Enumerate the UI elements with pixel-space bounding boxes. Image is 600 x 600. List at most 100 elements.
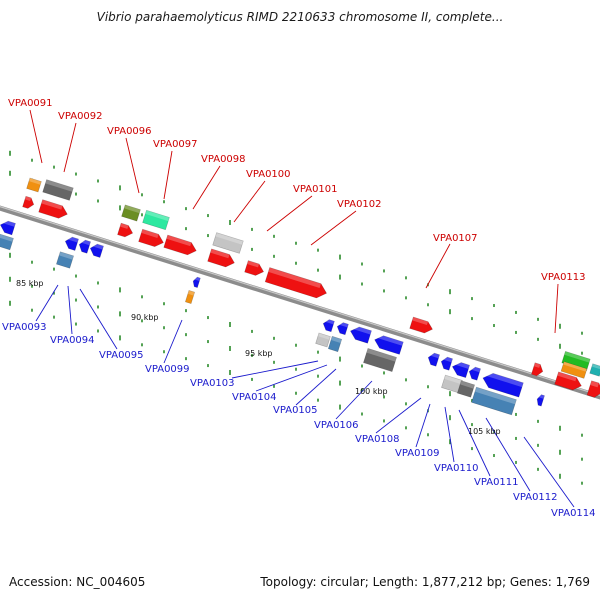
gene-shape	[244, 260, 265, 276]
gene-highlight	[210, 248, 230, 259]
gene-feature	[554, 371, 582, 391]
gene-feature	[336, 321, 349, 336]
leader-line	[310, 210, 357, 246]
gene-label[interactable]: VPA0113	[541, 272, 586, 283]
scale-label: 95 kbp	[245, 349, 273, 358]
gene-highlight	[474, 387, 517, 405]
gene-label[interactable]: VPA0106	[314, 420, 359, 431]
leader-line	[554, 283, 559, 334]
gene-shape	[468, 366, 481, 381]
gene-shape	[121, 204, 141, 222]
gene-feature	[121, 204, 141, 222]
gene-feature	[142, 209, 170, 231]
leader-line	[335, 380, 373, 420]
leader-line	[485, 417, 531, 492]
gene-label[interactable]: VPA0104	[232, 392, 277, 403]
leader-line	[523, 436, 575, 508]
gene-shape	[38, 199, 68, 219]
gene-shape	[207, 248, 235, 268]
gene-feature	[350, 324, 372, 344]
gene-label[interactable]: VPA0097	[153, 139, 198, 150]
gene-feature	[322, 318, 335, 333]
gene-label[interactable]: VPA0099	[145, 364, 190, 375]
gene-highlight	[79, 238, 91, 246]
gene-highlight	[120, 223, 129, 229]
gene-label[interactable]: VPA0093	[2, 322, 47, 333]
gene-label[interactable]: VPA0101	[293, 184, 338, 195]
gene-feature	[38, 199, 68, 219]
gene-highlight	[444, 375, 463, 385]
gene-label[interactable]: VPA0100	[246, 169, 291, 180]
gene-highlight	[268, 267, 321, 288]
gene-shape	[589, 363, 600, 377]
gene-label[interactable]: VPA0098	[201, 154, 246, 165]
gene-highlight	[564, 351, 591, 363]
gene-shape	[138, 228, 164, 247]
gene-shape	[536, 394, 545, 407]
gene-label[interactable]: VPA0109	[395, 448, 440, 459]
gene-feature	[441, 374, 463, 394]
scale-label: 90 kbp	[131, 313, 159, 322]
gene-feature	[456, 380, 476, 398]
map-title: Vibrio parahaemolyticus RIMD 2210633 chr…	[96, 10, 504, 24]
gene-feature	[427, 351, 440, 367]
gene-label[interactable]: VPA0110	[434, 463, 479, 474]
gene-label[interactable]: VPA0105	[273, 405, 318, 416]
gene-label[interactable]: VPA0094	[50, 335, 95, 346]
gene-shape	[142, 209, 170, 231]
gene-shape	[55, 251, 75, 269]
gene-label[interactable]: VPA0107	[433, 233, 478, 244]
gene-shape	[561, 350, 591, 372]
topology-text: Topology: circular; Length: 1,877,212 bp…	[260, 575, 590, 589]
gene-highlight	[1, 219, 16, 227]
gene-label[interactable]: VPA0112	[513, 492, 558, 503]
gene-shape	[212, 232, 244, 254]
gene-label[interactable]: VPA0091	[8, 98, 53, 109]
gene-highlight	[441, 355, 453, 363]
gene-feature	[26, 177, 42, 193]
gene-feature	[471, 386, 517, 416]
gene-label[interactable]: VPA0111	[474, 477, 519, 488]
gene-feature	[22, 195, 35, 209]
gene-label[interactable]: VPA0114	[551, 508, 596, 519]
gene-label[interactable]: VPA0095	[99, 350, 144, 361]
gene-shape	[22, 195, 35, 209]
gene-shape	[440, 356, 453, 371]
gene-highlight	[453, 360, 470, 369]
gene-shape	[117, 222, 134, 238]
gene-feature	[374, 333, 404, 355]
gene-highlight	[460, 380, 475, 389]
gene-label[interactable]: VPA0103	[190, 378, 235, 389]
gene-shape	[531, 362, 544, 377]
gene-label[interactable]: VPA0102	[337, 199, 382, 210]
leader-line	[163, 319, 183, 364]
scale-label: 100 kbp	[355, 387, 388, 396]
gene-shape	[482, 372, 524, 398]
leader-line	[67, 285, 73, 335]
leader-line	[444, 406, 455, 463]
gene-feature	[192, 276, 201, 289]
gene-feature	[440, 355, 453, 371]
gene-shape	[264, 267, 327, 299]
gene-highlight	[317, 332, 331, 340]
leader-line	[35, 284, 59, 322]
gene-highlight	[331, 336, 342, 344]
gene-label[interactable]: VPA0108	[355, 434, 400, 445]
gene-label[interactable]: VPA0092	[58, 111, 103, 122]
gene-feature	[244, 260, 265, 276]
gene-shape	[374, 335, 404, 355]
leader-line	[255, 364, 328, 392]
gene-shape	[336, 322, 349, 336]
gene-highlight	[533, 362, 541, 368]
gene-feature	[64, 235, 79, 251]
gene-feature	[184, 290, 196, 304]
leader-line	[233, 180, 266, 223]
gene-highlight	[483, 370, 524, 388]
gene-label[interactable]: VPA0096	[107, 126, 152, 137]
gene-highlight	[141, 229, 159, 238]
gene-highlight	[59, 251, 74, 260]
gene-highlight	[247, 260, 260, 268]
gene-shape	[363, 347, 397, 373]
gene-highlight	[145, 210, 170, 222]
